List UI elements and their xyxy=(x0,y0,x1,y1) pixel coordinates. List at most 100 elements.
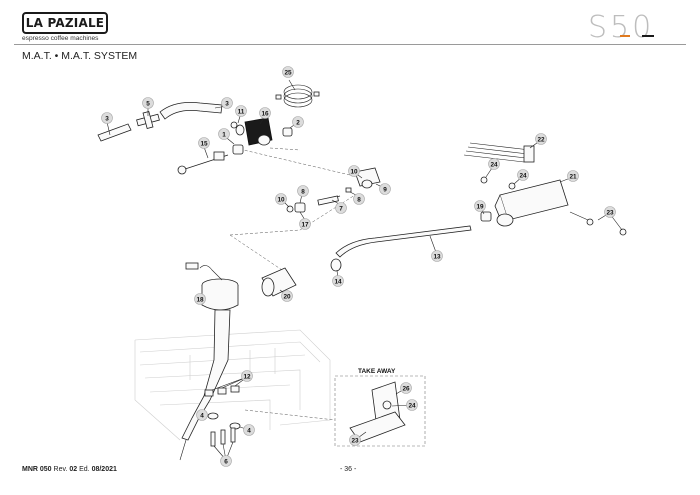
part-tube-left xyxy=(97,123,132,142)
takeaway-inset: TAKE AWAY xyxy=(334,368,426,447)
doc-code: MNR 050 xyxy=(22,466,52,473)
part-label: 5 xyxy=(142,97,154,109)
svg-text:4: 4 xyxy=(247,427,251,434)
part-tube-upper xyxy=(159,102,223,120)
part-label: 18 xyxy=(194,293,206,305)
part-label: 10 xyxy=(348,165,360,177)
part-label: 7 xyxy=(335,202,347,214)
svg-text:6: 6 xyxy=(224,458,228,465)
part-valve-body-9 xyxy=(354,167,381,189)
part-label: 1 xyxy=(218,128,230,140)
svg-text:1: 1 xyxy=(222,131,226,138)
part-t-fitting xyxy=(136,111,160,129)
svg-text:3: 3 xyxy=(105,115,109,122)
svg-text:22: 22 xyxy=(537,136,545,143)
part-label: 13 xyxy=(431,250,443,262)
part-label: 8 xyxy=(297,185,309,197)
part-label: 6 xyxy=(220,455,232,467)
brand-logo-text: LA PAZIALE xyxy=(25,16,105,30)
takeaway-title: TAKE AWAY xyxy=(358,368,396,375)
part-label: 11 xyxy=(235,105,247,117)
part-long-tube xyxy=(335,225,472,258)
svg-text:24: 24 xyxy=(490,161,498,168)
part-label: 8 xyxy=(353,193,365,205)
part-screws-24-upper xyxy=(480,176,516,190)
svg-text:24: 24 xyxy=(408,402,416,409)
model-mark: S50 xyxy=(588,10,655,45)
part-valve-20 xyxy=(261,267,297,297)
assembly-lines xyxy=(229,147,366,421)
part-label: 12 xyxy=(241,370,253,382)
part-cable-harness xyxy=(463,142,535,163)
svg-text:18: 18 xyxy=(196,296,204,303)
brand-tagline: espresso coffee machines xyxy=(22,35,99,42)
part-label: 23 xyxy=(349,434,361,446)
brand-logo: LA PAZIALE xyxy=(22,12,108,34)
header-divider xyxy=(14,44,686,45)
svg-text:26: 26 xyxy=(402,385,410,392)
svg-text:5: 5 xyxy=(146,100,150,107)
part-callouts: 1 2 3 3 4 4 5 6 7 8 8 9 10 10 11 12 13 1… xyxy=(101,66,616,467)
svg-text:10: 10 xyxy=(350,168,358,175)
svg-text:19: 19 xyxy=(476,203,484,210)
svg-text:21: 21 xyxy=(569,173,577,180)
part-probe-18 xyxy=(179,262,239,461)
part-label: 25 xyxy=(282,66,294,78)
part-label: 23 xyxy=(604,206,616,218)
section-title: M.A.T. • M.A.T. SYSTEM xyxy=(22,50,138,62)
part-actuator-21 xyxy=(494,179,569,227)
part-coiled-tube xyxy=(275,84,320,108)
part-label: 17 xyxy=(299,218,311,230)
svg-text:14: 14 xyxy=(334,278,342,285)
svg-text:16: 16 xyxy=(261,110,269,117)
part-label: 19 xyxy=(474,200,486,212)
part-label: 20 xyxy=(281,290,293,302)
part-label: 26 xyxy=(400,382,412,394)
svg-text:20: 20 xyxy=(283,293,291,300)
svg-text:17: 17 xyxy=(301,221,309,228)
part-label: 22 xyxy=(535,133,547,145)
part-fitting-1 xyxy=(232,144,244,155)
part-solenoid-coil xyxy=(230,117,273,146)
svg-text:3: 3 xyxy=(225,100,229,107)
part-label: 24 xyxy=(488,158,500,170)
part-label: 3 xyxy=(221,97,233,109)
revision: 02 xyxy=(69,466,78,473)
svg-text:4: 4 xyxy=(200,412,204,419)
svg-text:25: 25 xyxy=(284,69,292,76)
part-label: 2 xyxy=(292,116,304,128)
svg-text:8: 8 xyxy=(301,188,305,195)
svg-text:13: 13 xyxy=(433,253,441,260)
part-screws-6 xyxy=(210,427,236,447)
part-screw-15 xyxy=(177,151,229,175)
part-screws-23-right xyxy=(569,211,627,236)
part-label: 24 xyxy=(517,169,529,181)
part-label: 24 xyxy=(406,399,418,411)
part-fitting-2 xyxy=(282,127,293,137)
page-number: - 36 - xyxy=(340,466,357,473)
part-label: 9 xyxy=(379,183,391,195)
svg-text:15: 15 xyxy=(200,140,208,147)
part-label: 10 xyxy=(275,193,287,205)
part-label: 3 xyxy=(101,112,113,124)
edition-label: Ed. xyxy=(79,466,90,473)
svg-text:2: 2 xyxy=(296,119,300,126)
svg-text:23: 23 xyxy=(351,437,359,444)
part-fitting-19 xyxy=(480,211,492,222)
rev-label: Rev. xyxy=(53,466,68,473)
svg-text:23: 23 xyxy=(606,209,614,216)
svg-text:12: 12 xyxy=(243,373,251,380)
svg-text:24: 24 xyxy=(519,172,527,179)
part-label: 21 xyxy=(567,170,579,182)
svg-text:11: 11 xyxy=(238,108,245,115)
part-label: 4 xyxy=(196,409,208,421)
part-connector-14 xyxy=(330,258,342,272)
part-label: 16 xyxy=(259,107,271,119)
part-label: 15 xyxy=(198,137,210,149)
part-label: 4 xyxy=(243,424,255,436)
part-label: 14 xyxy=(332,275,344,287)
svg-text:8: 8 xyxy=(357,196,361,203)
svg-text:7: 7 xyxy=(339,205,343,212)
edition: 08/2021 xyxy=(91,466,117,473)
